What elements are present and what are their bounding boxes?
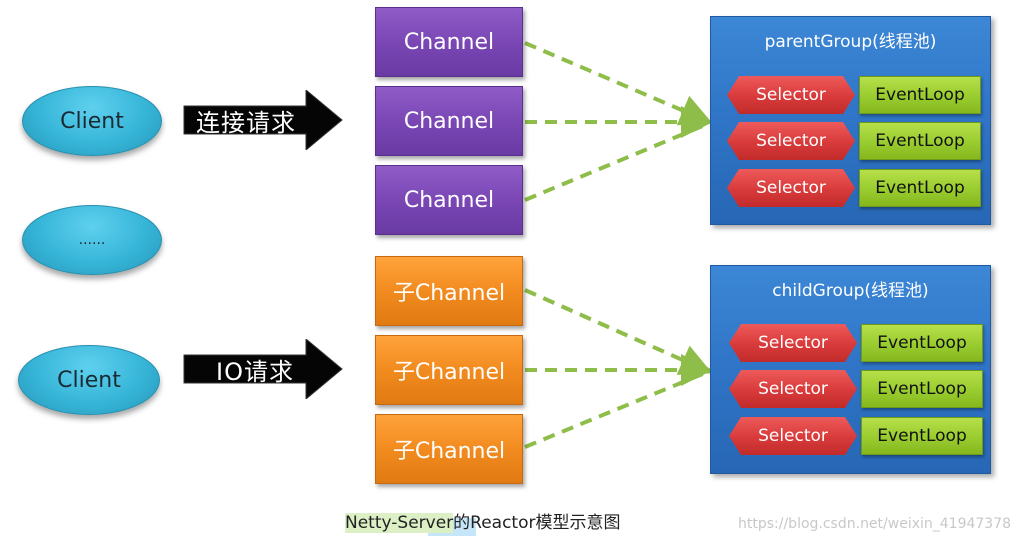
selector-label: Selector [756,85,826,105]
connect-request-arrow: 连接请求 [182,90,344,150]
selector-label: Selector [758,333,828,353]
connect-request-label: 连接请求 [196,108,296,137]
selector-box: Selector [727,76,855,114]
eventloop-box: EventLoop [861,370,983,408]
subchannel-label: 子Channel [392,439,506,464]
client-label: ...... [78,232,106,248]
eventloop-label: EventLoop [875,178,965,198]
eventloop-label: EventLoop [877,379,967,399]
eventloop-label: EventLoop [877,426,967,446]
watermark-text: https://blog.csdn.net/weixin_41947378 [738,516,1012,532]
eventloop-label: EventLoop [875,131,965,151]
eventloop-box: EventLoop [861,324,983,362]
selector-box: Selector [727,169,855,207]
eventloop-box: EventLoop [861,417,983,455]
caption-part1: Netty-Server [345,513,454,533]
subchannel-box-3: 子Channel [375,414,523,484]
client-node-1: Client [22,86,162,156]
selector-label: Selector [756,131,826,151]
subchannel-label: 子Channel [392,281,506,306]
selector-box: Selector [729,324,857,362]
channel-box-1: Channel [375,7,523,77]
subchannel-box-1: 子Channel [375,256,523,326]
selector-label: Selector [758,379,828,399]
figure-caption: Netty-Server的Reactor模型示意图 [345,508,620,533]
eventloop-box: EventLoop [859,169,981,207]
child-group-title: childGroup(线程池) [772,281,929,301]
channel-label: Channel [403,187,495,213]
eventloop-label: EventLoop [877,333,967,353]
selector-label: Selector [758,426,828,446]
channel-box-3: Channel [375,165,523,235]
selector-box: Selector [729,370,857,408]
subchannel-label: 子Channel [392,360,506,385]
selector-box: Selector [727,122,855,160]
eventloop-box: EventLoop [859,76,981,114]
io-request-arrow: IO请求 [182,339,344,399]
selector-box: Selector [729,417,857,455]
channel-label: Channel [403,29,495,55]
connector-channel-3 [524,123,706,202]
eventloop-box: EventLoop [859,122,981,160]
child-group-panel: childGroup(线程池) Selector EventLoop Selec… [710,265,991,474]
connector-subchannel-1 [524,288,713,375]
eventloop-label: EventLoop [875,85,965,105]
channel-label: Channel [403,108,495,134]
client-label: Client [57,367,121,393]
caption-part2: 的Reactor模型示意图 [453,513,621,533]
connector-subchannel-3 [524,371,706,449]
client-label: Client [60,108,124,134]
client-node-ellipsis: ...... [22,205,162,275]
connector-channel-1 [524,41,713,126]
channel-box-2: Channel [375,86,523,156]
subchannel-box-2: 子Channel [375,335,523,405]
selector-label: Selector [756,178,826,198]
parent-group-title: parentGroup(线程池) [764,32,937,52]
client-node-2: Client [18,345,160,415]
arrow-right-icon [183,90,343,150]
parent-group-panel: parentGroup(线程池) Selector EventLoop Sele… [710,16,991,225]
io-request-label: IO请求 [216,357,294,386]
arrow-right-icon [183,339,343,399]
